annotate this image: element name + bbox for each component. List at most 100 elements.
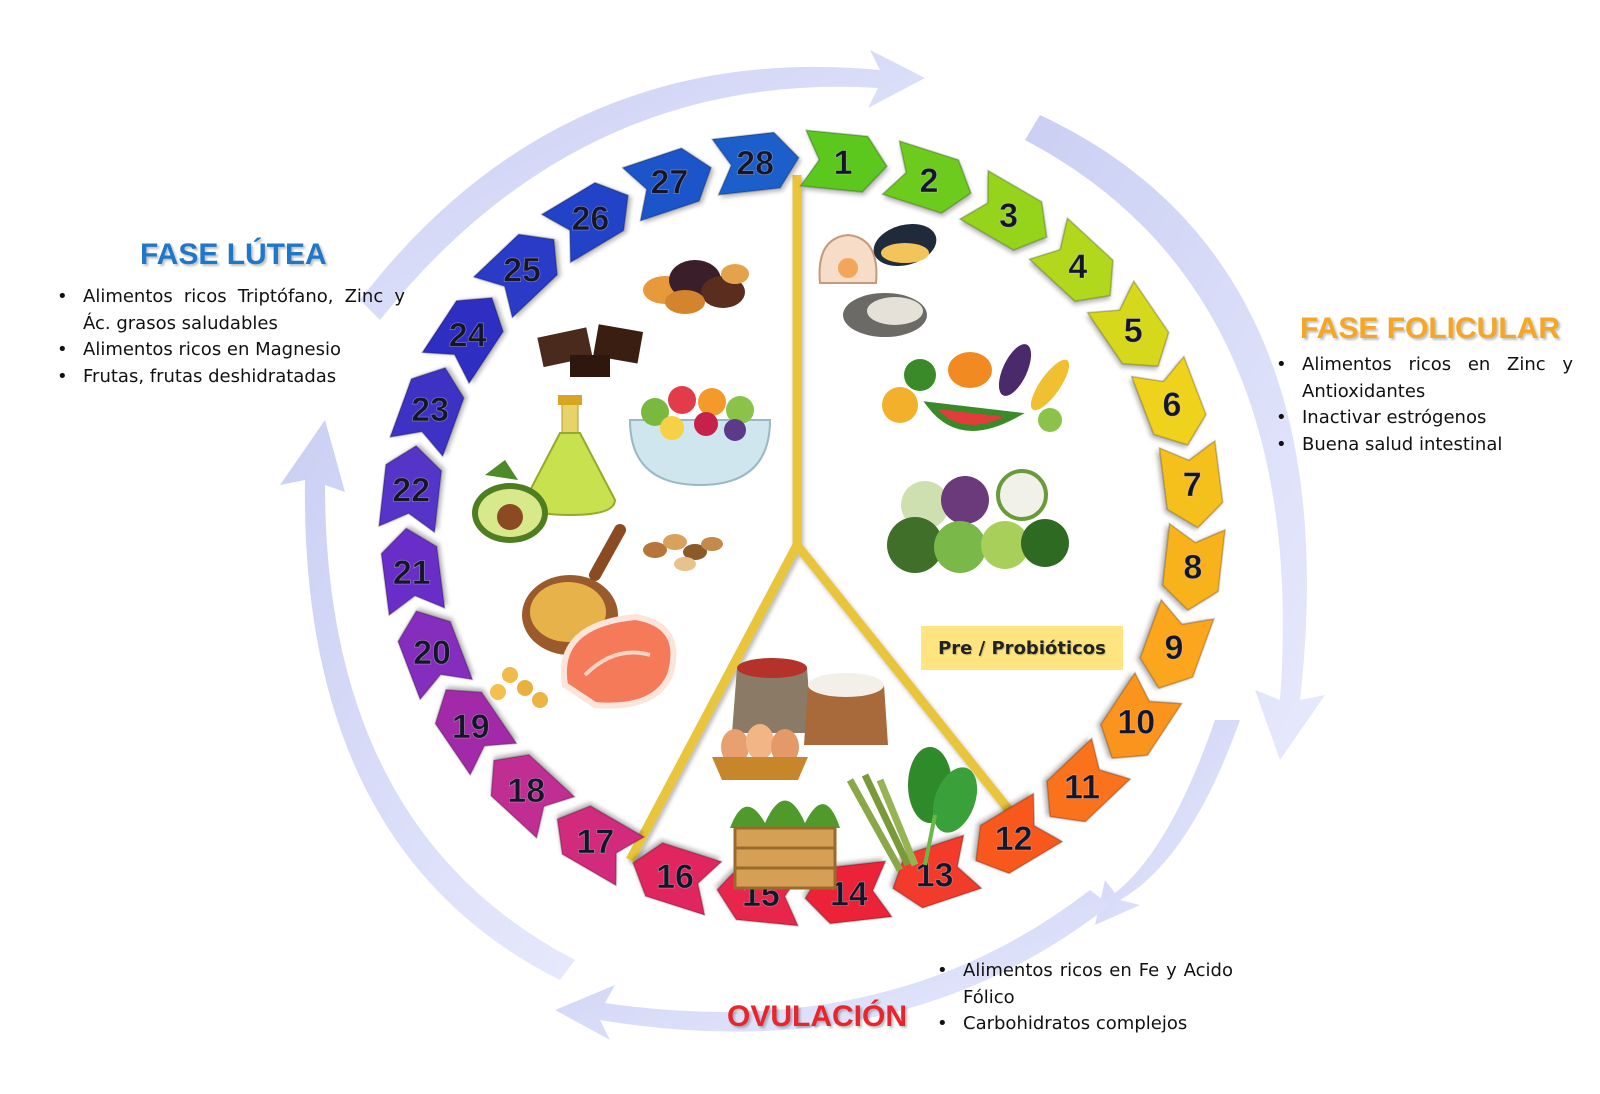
day-number: 4 (1068, 248, 1087, 286)
day-arrow-shape (710, 131, 800, 196)
day-22-badge: 22 (378, 444, 443, 534)
list-item: Alimentos ricos en Fe y Acido Fólico (937, 958, 1233, 1011)
day-2-badge: 2 (880, 139, 972, 214)
ring-arrow-lower-right (1095, 720, 1240, 925)
day-arrow-shape (397, 610, 474, 701)
eggs-basket-icon (712, 724, 808, 780)
day-number: 20 (413, 634, 451, 672)
day-arrow-shape (975, 792, 1064, 875)
day-number: 16 (656, 858, 694, 896)
day-8-badge: 8 (1161, 522, 1226, 612)
day-arrow-shape (388, 366, 465, 458)
day-number: 13 (916, 856, 954, 894)
ring-arrow-left (280, 420, 575, 980)
day-18-badge: 18 (490, 753, 577, 840)
day-arrow-shape (958, 169, 1048, 251)
day-arrow-shape (380, 527, 446, 617)
day-25-badge: 25 (472, 233, 559, 319)
day-4-badge: 4 (1027, 216, 1114, 303)
outer-arrow-ring (280, 50, 1325, 1040)
lutea-phase-title: FASE LÚTEA (140, 238, 327, 271)
day-arrow-shape (1161, 522, 1226, 612)
day-number: 23 (411, 391, 449, 429)
day-arrow-shape (420, 296, 505, 385)
day-arrow-shape (472, 233, 559, 319)
cruciferous-icon (887, 469, 1069, 573)
day-arrow-shape (378, 444, 443, 534)
ovulacion-phase-bullets: Alimentos ricos en Fe y Acido Fólico Car… (935, 958, 1233, 1038)
day-3-badge: 3 (958, 169, 1048, 251)
list-item: Buena salud intestinal (1276, 432, 1573, 459)
day-number: 3 (999, 197, 1018, 235)
list-item: Alimentos ricos Triptófano, Zinc y Ác. g… (57, 284, 405, 337)
day-5-badge: 5 (1086, 279, 1170, 368)
day-number: 17 (576, 823, 614, 861)
vegetables-icon (882, 344, 1070, 432)
day-arrow-shape (540, 181, 629, 264)
day-arrow-shape (1086, 279, 1170, 368)
ring-arrow-right (1025, 115, 1325, 760)
day-6-badge: 6 (1130, 355, 1207, 446)
day-arrow-shape (556, 805, 646, 887)
ring-arrow-top (360, 50, 925, 320)
day-number: 6 (1163, 386, 1182, 424)
day-24-badge: 24 (420, 296, 505, 385)
list-item: Inactivar estrógenos (1276, 405, 1573, 432)
day-arrow-shape (621, 147, 713, 222)
day-23-badge: 23 (388, 366, 465, 458)
legumes-sack-icon (732, 658, 812, 733)
day-20-badge: 20 (397, 610, 474, 701)
day-10-badge: 10 (1099, 671, 1184, 760)
day-number: 2 (920, 162, 939, 200)
day-arrow-shape (880, 139, 972, 214)
day-arrow-shape (799, 129, 888, 193)
folicular-phase-bullets: Alimentos ricos en Zinc y Antioxidantes … (1274, 352, 1573, 458)
day-9-badge: 9 (1139, 598, 1216, 690)
day-arrow-shape (1027, 216, 1114, 303)
spinach-icon (908, 747, 978, 866)
oyster-icon (843, 293, 927, 337)
salmon-icon (560, 613, 677, 709)
day-number: 25 (503, 252, 541, 290)
day-arrow-shape (490, 753, 577, 840)
day-27-badge: 27 (621, 147, 713, 222)
day-arrow-shape (1045, 737, 1132, 823)
vegetable-crate-icon (730, 800, 840, 890)
mussel-icon (873, 223, 937, 267)
day-28-badge: 28 (710, 131, 800, 196)
day-number: 18 (507, 772, 545, 810)
folicular-phase-title: FASE FOLICULAR (1300, 312, 1560, 345)
scallop-icon (818, 233, 878, 284)
list-item: Alimentos ricos en Zinc y Antioxidantes (1276, 352, 1573, 405)
day-number: 1 (834, 144, 853, 182)
nuts-icon (643, 534, 723, 571)
day-11-badge: 11 (1045, 737, 1132, 823)
day-arrow-shape (1158, 439, 1224, 529)
day-number: 12 (995, 820, 1033, 858)
day-19-badge: 19 (434, 688, 518, 777)
probiotics-badge: Pre / Probióticos (921, 626, 1123, 670)
day-number: 27 (650, 164, 688, 202)
phase-divider (626, 175, 1029, 863)
dried-fruits-icon (643, 260, 749, 314)
day-number: 11 (1064, 768, 1100, 806)
asparagus-icon (846, 773, 919, 872)
day-number: 8 (1183, 549, 1202, 587)
day-12-badge: 12 (975, 792, 1064, 875)
day-26-badge: 26 (540, 181, 629, 264)
day-arrow-shape (1130, 355, 1207, 446)
day-number: 28 (736, 145, 774, 183)
list-item: Alimentos ricos en Magnesio (57, 337, 405, 364)
day-1-badge: 1 (799, 129, 888, 193)
day-number: 5 (1124, 312, 1143, 350)
avocado-icon (472, 460, 548, 543)
day-number: 9 (1164, 629, 1183, 667)
day-number: 21 (393, 554, 431, 592)
day-number: 10 (1117, 704, 1155, 742)
day-arrow-shape (632, 842, 724, 917)
day-16-badge: 16 (632, 842, 724, 917)
day-arrow-shape (434, 688, 518, 777)
day-number: 26 (571, 200, 609, 238)
